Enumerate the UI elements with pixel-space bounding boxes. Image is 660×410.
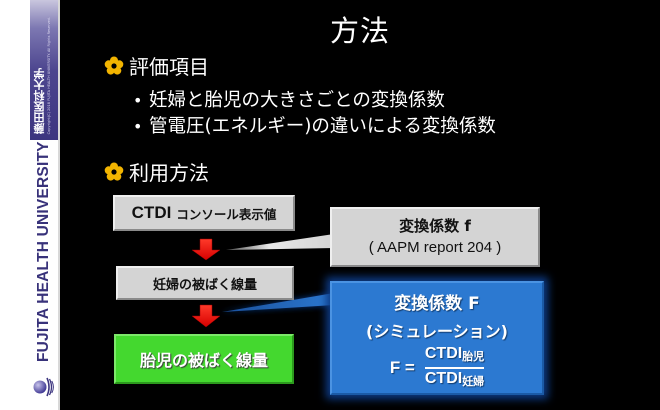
callout-pointer-f (226, 234, 334, 250)
fujita-logo-icon (33, 377, 54, 397)
formula-fraction: CTDI胎児 CTDI妊婦 (424, 345, 485, 391)
formula-lhs: F = (389, 358, 415, 377)
university-name-jp: 藤田医科大学 (33, 68, 46, 134)
conversion-factor-f-box: 変換係数 f ( AAPM report 204 ) (330, 207, 540, 267)
flower-bullet-icon (104, 56, 124, 75)
ctdi-label: CTDI (131, 203, 172, 222)
sidebar-edge (58, 0, 60, 410)
list-item-text: 管電圧(エネルギー)の違いによる変換係数 (149, 116, 496, 137)
fetal-dose-box: 胎児の被ばく線量 (114, 334, 294, 384)
list-item-text: 妊婦と胎児の大きさごとの変換係数 (149, 90, 445, 111)
ctdi-sub-label: コンソール表示値 (176, 206, 277, 222)
section-heading-text: 評価項目 (129, 55, 209, 79)
section-heading-usage: 利用方法 (104, 157, 209, 186)
bullet-dot-icon: • (133, 91, 143, 110)
section-heading-text: 利用方法 (129, 161, 209, 185)
conversion-factor-F-box: 変換係数 F (シミュレーション) F = CTDI胎児 CTDI妊婦 (330, 281, 544, 395)
section-heading-evaluation: 評価項目 (104, 51, 209, 80)
sidebar-branding: 藤田医科大学 Copyright(C) 2018 FUJITA HEALTH U… (0, 0, 60, 410)
factor-F-formula: F = CTDI胎児 CTDI妊婦 (332, 345, 542, 391)
bullet-dot-icon: • (133, 117, 143, 136)
flower-bullet-icon (104, 162, 124, 181)
fraction-bar (424, 367, 485, 369)
evaluation-list: • 妊婦と胎児の大きさごとの変換係数 • 管電圧(エネルギー)の違いによる変換係数 (133, 88, 496, 140)
copyright-text: Copyright(C) 2018 FUJITA HEALTH UNIVERSI… (47, 16, 51, 134)
university-banner: 藤田医科大学 Copyright(C) 2018 FUJITA HEALTH U… (30, 0, 58, 140)
university-name-en: FUJITA HEALTH UNIVERSITY (35, 141, 52, 363)
factor-F-title: 変換係数 F (394, 294, 480, 314)
down-arrow-icon (191, 304, 221, 328)
list-item: • 管電圧(エネルギー)の違いによる変換係数 (133, 114, 496, 140)
factor-F-method: (シミュレーション) (366, 322, 508, 341)
factor-f-source: ( AAPM report 204 ) (368, 239, 502, 256)
factor-f-title: 変換係数 f (399, 217, 471, 235)
slide-title: 方法 (329, 14, 390, 48)
list-item: • 妊婦と胎児の大きさごとの変換係数 (133, 88, 496, 114)
ctdi-console-box: CTDI コンソール表示値 (113, 195, 295, 231)
formula-numerator: CTDI胎児 (424, 345, 485, 363)
formula-denominator: CTDI妊婦 (424, 370, 485, 388)
down-arrow-icon (191, 238, 221, 261)
pregnant-dose-box: 妊婦の被ばく線量 (116, 266, 294, 300)
